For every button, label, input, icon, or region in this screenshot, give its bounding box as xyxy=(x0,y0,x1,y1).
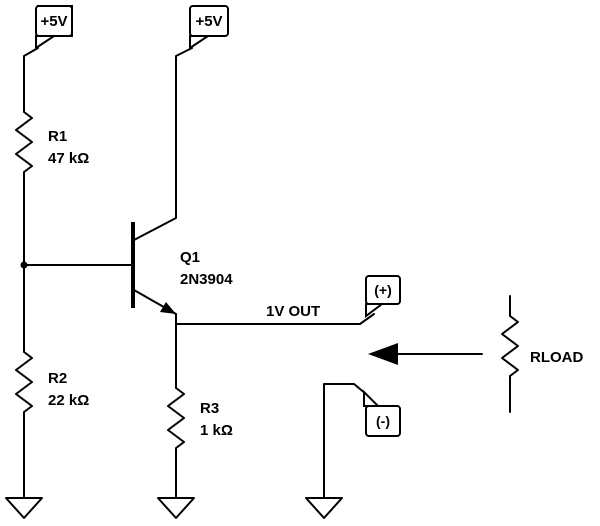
output-plus-tag: (+) xyxy=(365,275,401,318)
supply-tag-left: +5V xyxy=(35,5,73,50)
r2-resistor xyxy=(15,339,33,421)
supply-label-right: +5V xyxy=(195,13,222,30)
ground-symbol-left xyxy=(5,497,43,519)
rload-resistor xyxy=(501,295,519,413)
r2-value-label: 22 kΩ xyxy=(48,392,89,409)
r2-name-label: R2 xyxy=(48,370,67,387)
r1-value-label: 47 kΩ xyxy=(48,150,89,167)
left-divider-wires xyxy=(15,47,39,499)
ground-symbol-middle xyxy=(157,497,195,519)
output-plus-label: (+) xyxy=(374,282,392,298)
r1-resistor xyxy=(15,99,33,181)
load-arrow xyxy=(368,343,483,365)
q1-transistor xyxy=(131,47,193,323)
r1-name-label: R1 xyxy=(48,128,67,145)
supply-label-left: +5V xyxy=(40,13,67,30)
q1-part-label: 2N3904 xyxy=(180,271,233,288)
ground-symbol-right xyxy=(305,497,343,519)
emitter-output-wires xyxy=(167,313,375,499)
output-minus-label: (-) xyxy=(376,413,390,429)
output-minus-tag: (-) xyxy=(323,383,401,499)
r3-value-label: 1 kΩ xyxy=(200,422,233,439)
rload-label: RLOAD xyxy=(530,349,583,366)
r3-name-label: R3 xyxy=(200,400,219,417)
q1-name-label: Q1 xyxy=(180,249,200,266)
r3-resistor xyxy=(167,377,185,457)
supply-tag-right: +5V xyxy=(189,5,229,50)
output-voltage-label: 1V OUT xyxy=(266,303,320,320)
